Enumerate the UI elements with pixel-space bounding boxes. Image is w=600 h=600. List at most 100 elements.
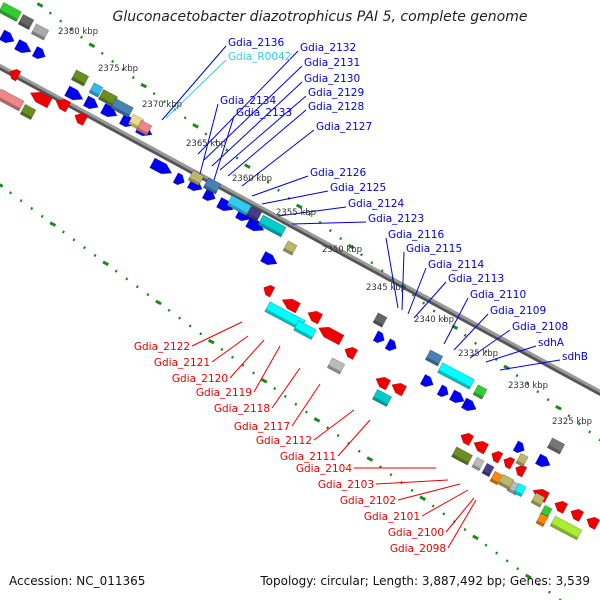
scale-tick [304,410,308,414]
scale-tick [411,293,415,297]
reverse-gene [515,464,528,478]
scale-tick [199,332,203,336]
label-leader-line [211,81,303,167]
scale-tick [0,183,4,188]
scale-tick [283,394,287,398]
scale-tick [295,203,303,210]
scale-tick [48,11,52,15]
gene-label-gdia-2118: Gdia_2118 [214,403,270,415]
backbone-line [0,63,600,393]
scale-tick [252,371,256,375]
feature-box [187,169,205,187]
scale-tick-label: 2350 kbp [322,245,362,255]
forward-gene [13,38,32,54]
scale-tick [525,382,529,386]
feature-box [202,177,222,195]
reverse-gene [570,508,585,523]
label-leader-line [219,95,307,171]
scale-tick [49,221,57,227]
scale-tick [431,504,435,508]
label-leader-line [313,409,355,441]
feature-box [110,97,134,119]
scale-tick [244,163,251,169]
reverse-gene [391,382,408,397]
gene-label-gdia-2104: Gdia_2104 [296,463,352,475]
scale-tick [152,92,156,96]
gene-label-gdia-2115: Gdia_2115 [406,243,462,255]
forward-gene [149,157,173,175]
scale-tick [463,333,467,337]
forward-gene [419,373,434,388]
scale-tick [294,402,298,406]
scale-tick [235,156,239,160]
scale-tick [537,582,541,586]
scale-tick [69,27,73,31]
label-leader-line [337,419,371,457]
scale-tick [266,180,270,184]
label-leader-line [447,499,477,549]
scale-tick [125,277,129,281]
feature-box [293,319,317,341]
forward-gene [372,330,385,344]
scale-tick [9,191,13,195]
feature-box [489,470,503,486]
label-leader-line [413,281,447,319]
scale-tick [389,473,393,477]
scale-tick-label: 2360 kbp [232,174,272,184]
reverse-gene [554,500,569,515]
scale-tick-label: 2335 kbp [458,349,498,359]
gene-label-gdia-2119: Gdia_2119 [196,387,252,399]
scale-tick [495,551,499,555]
feature-box [513,482,527,498]
forward-gene [64,85,84,101]
label-leader-line [227,109,307,177]
scale-tick [140,82,148,89]
scale-tick [102,260,110,267]
feature-box [88,82,104,98]
reverse-gene [460,432,475,447]
scale-tick [88,42,96,49]
reverse-gene [344,346,359,361]
gene-label-gdia-2108: Gdia_2108 [512,321,568,333]
gene-label-gdia-2129: Gdia_2129 [308,87,364,99]
label-leader-line [291,383,321,427]
feature-box [0,1,22,23]
scale-tick [370,261,374,265]
label-leader-line [397,483,461,501]
feature-box [436,362,476,390]
scale-tick-label: 2330 kbp [508,381,548,391]
label-leader-line [211,335,249,363]
gene-label-gdia-2103: Gdia_2103 [318,479,374,491]
scale-tick [80,35,83,39]
scale-tick [515,373,519,378]
feature-box [535,512,549,528]
gene-label-gdia-2126: Gdia_2126 [310,167,366,179]
feature-box [0,88,25,112]
label-leader-line [443,297,469,345]
label-leader-line [375,479,449,485]
label-leader-line [453,313,489,351]
gene-label-gdia-2120: Gdia_2120 [172,373,228,385]
label-leader-line [385,237,399,309]
label-leader-line [203,65,303,161]
feature-box [326,357,346,375]
scale-tick [30,206,34,211]
scale-tick [313,417,321,423]
scale-tick-label: 2345 kbp [366,283,406,293]
gene-label-gdia-2124: Gdia_2124 [348,198,404,210]
scale-tick [516,567,520,571]
scale-tick [422,301,426,305]
scale-tick [546,398,550,402]
gene-label-gdia-2102: Gdia_2102 [340,495,396,507]
scale-tick [277,188,280,192]
gene-label-gdia-r0042: Gdia_R0042 [228,51,291,63]
scale-tick [40,214,44,218]
scale-tick [378,465,382,469]
reverse-gene [503,456,516,470]
scale-tick [220,347,224,352]
scale-tick [273,387,277,391]
backbone-shadow [0,64,600,397]
feature-box [19,103,37,121]
label-leader-line [291,221,367,225]
